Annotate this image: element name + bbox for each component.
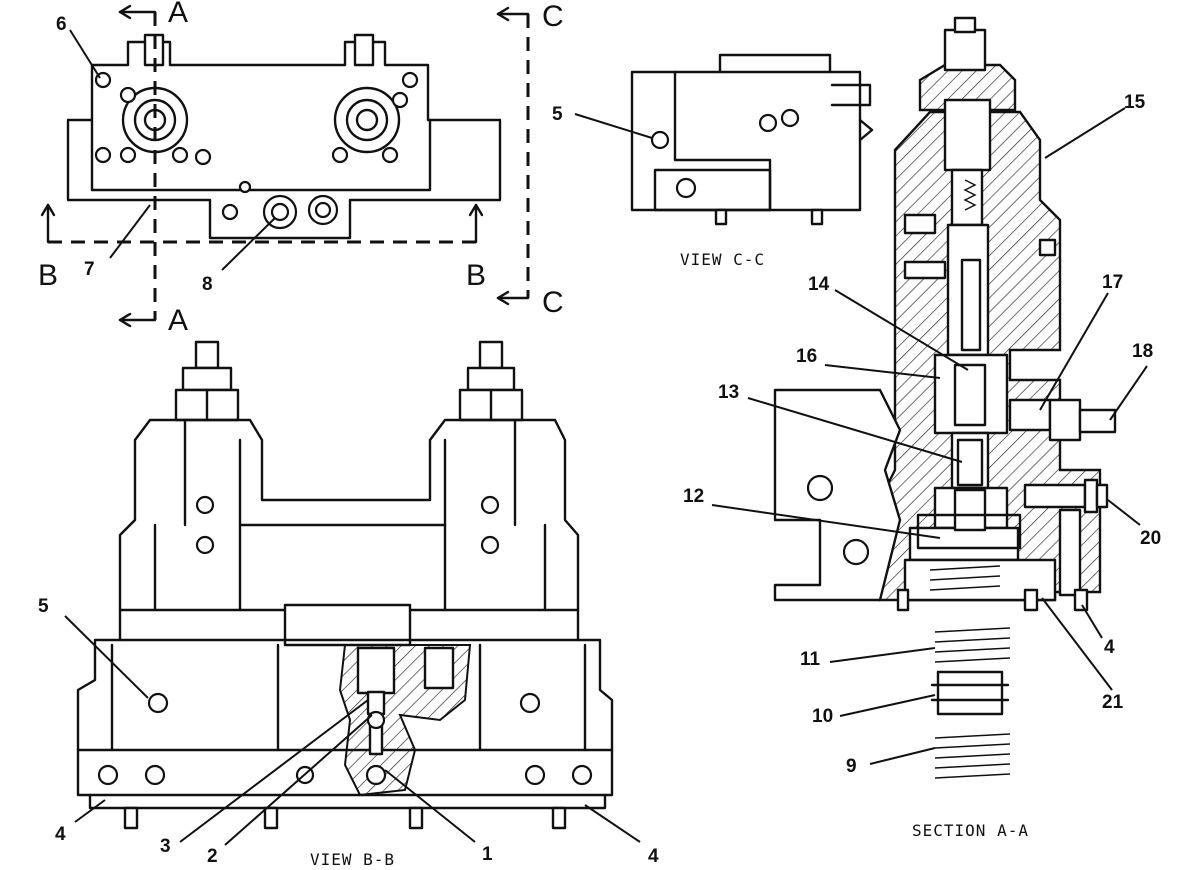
section-marker-b-right: B (466, 259, 486, 292)
spring-9 (934, 733, 1011, 779)
caption-view-cc: VIEW C-C (680, 250, 765, 269)
callout-6: 6 (56, 14, 67, 35)
section-marker-a-top: A (168, 0, 188, 29)
callout-13: 13 (718, 382, 739, 403)
callout-14: 14 (808, 274, 830, 295)
callout-5-view-cc: 5 (552, 104, 563, 125)
callout-15: 15 (1124, 92, 1146, 113)
callout-2: 2 (207, 846, 218, 867)
callout-4-section: 4 (1104, 637, 1115, 658)
callout-12: 12 (683, 486, 704, 507)
leader-lines (64, 29, 1148, 846)
top-view (40, 4, 530, 328)
callout-1: 1 (482, 844, 493, 865)
callout-numbers: 6 7 8 5 5 4 3 2 1 4 15 14 17 16 18 13 12… (38, 14, 1161, 867)
caption-view-bb: VIEW B-B (310, 850, 395, 869)
callout-11: 11 (800, 649, 821, 670)
callout-17: 17 (1102, 272, 1123, 293)
callout-18: 18 (1132, 341, 1153, 362)
section-aa (773, 16, 1117, 779)
view-bb (76, 340, 614, 830)
section-marker-a-bottom: A (168, 304, 188, 337)
callout-3: 3 (160, 836, 171, 857)
callout-4-right: 4 (648, 846, 659, 867)
view-cc (630, 53, 874, 226)
callout-20: 20 (1140, 528, 1161, 549)
caption-section-aa: SECTION A-A (912, 821, 1029, 840)
callout-5-view-bb: 5 (38, 596, 49, 617)
callout-16: 16 (796, 346, 817, 367)
callout-4-left: 4 (55, 824, 66, 845)
callout-7: 7 (84, 259, 95, 280)
callout-9: 9 (846, 756, 857, 777)
callout-21: 21 (1102, 692, 1124, 713)
section-marker-c-top: C (542, 0, 564, 33)
section-marker-c-bottom: C (542, 286, 564, 319)
bolt-holes-top (94, 71, 419, 230)
piston-10 (930, 670, 1010, 716)
callout-10: 10 (812, 706, 833, 727)
spring-11 (934, 627, 1011, 663)
callout-8: 8 (202, 274, 213, 295)
section-marker-b-left: B (38, 259, 58, 292)
